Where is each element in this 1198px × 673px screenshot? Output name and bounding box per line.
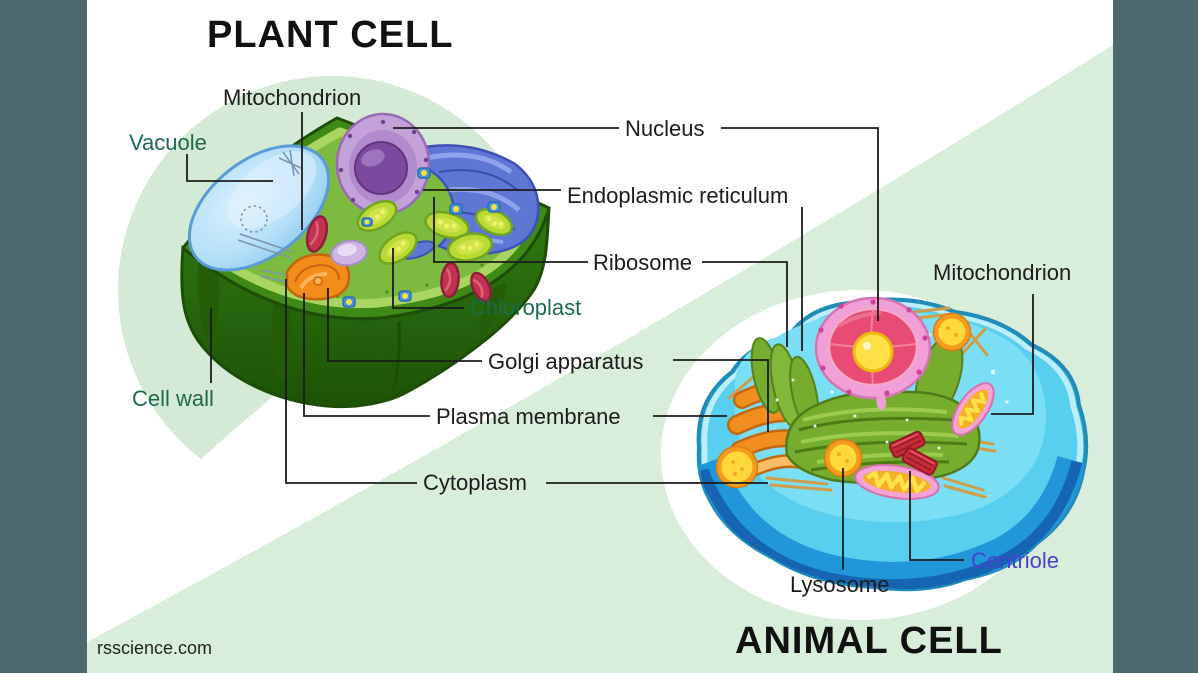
plant-cell-title: PLANT CELL <box>207 14 454 56</box>
label-ribosome: Ribosome <box>593 250 693 275</box>
label-chloroplast: Chloroplast <box>470 295 582 320</box>
animal-mitochondria <box>854 382 995 500</box>
line-plasma-left <box>303 293 430 417</box>
diagram-area: PLANT CELL ANIMAL CELL Mitochondrion Vac… <box>87 0 1113 673</box>
animal-cell-illustration <box>696 296 1089 592</box>
label-cell-wall: Cell wall <box>132 386 214 411</box>
line-golgi-left <box>327 288 482 362</box>
plant-vesicle <box>330 239 368 267</box>
line-ribosome-right <box>702 261 788 347</box>
plant-golgi-apparatus <box>285 253 351 301</box>
nuclear-pores <box>338 119 429 213</box>
animal-lysosomes <box>715 312 972 489</box>
line-animal-mitochondrion <box>991 294 1034 415</box>
watermark: rsscience.com <box>97 638 213 658</box>
plant-mitochondria <box>305 215 492 303</box>
label-plasma-membrane: Plasma membrane <box>436 404 621 429</box>
label-endoplasmic-reticulum: Endoplasmic reticulum <box>567 183 789 208</box>
label-nucleus: Nucleus <box>625 116 705 141</box>
line-cytoplasm-left <box>285 279 417 484</box>
line-vacuole <box>186 154 273 182</box>
line-centriole <box>909 471 964 561</box>
label-lysosome: Lysosome <box>790 572 890 597</box>
label-lines <box>186 112 1034 570</box>
label-cytoplasm: Cytoplasm <box>423 470 527 495</box>
label-centriole: Centriole <box>971 548 1060 573</box>
label-vacuole: Vacuole <box>129 130 207 155</box>
plant-peroxisomes <box>342 167 501 308</box>
line-nucleus-right <box>721 127 879 321</box>
plant-nucleus <box>335 112 431 216</box>
plant-cell-illustration <box>180 112 551 409</box>
plant-vacuole <box>187 144 331 287</box>
animal-nucleus <box>814 296 932 410</box>
animal-deep-cytoplasm <box>698 455 1087 590</box>
line-ribosome-left <box>433 197 588 263</box>
label-golgi-apparatus: Golgi apparatus <box>488 349 644 374</box>
line-chloroplast <box>392 248 464 309</box>
animal-cell-title: ANIMAL CELL <box>735 620 1003 662</box>
label-animal-mitochondrion: Mitochondrion <box>933 260 1072 285</box>
cell-diagram-canvas <box>87 0 1113 673</box>
line-golgi-right <box>673 359 769 432</box>
label-plant-mitochondrion: Mitochondrion <box>223 85 362 110</box>
animal-centriole <box>888 430 938 476</box>
